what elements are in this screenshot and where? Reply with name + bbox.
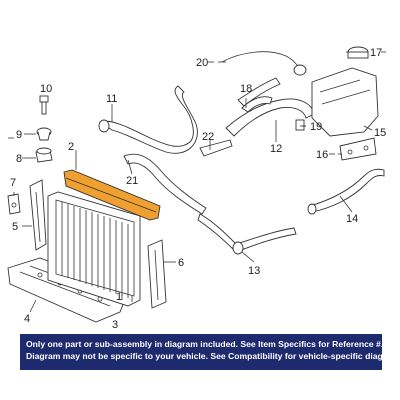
callout-12: 12 <box>270 143 282 155</box>
callout-14: 14 <box>346 213 358 225</box>
callout-15: 15 <box>374 127 386 139</box>
callout-22: 22 <box>202 131 214 143</box>
upper-hose-part-11[interactable] <box>98 85 198 154</box>
callout-17: 17 <box>370 47 382 59</box>
hose-part-20[interactable] <box>221 51 307 76</box>
bracket-part-7[interactable] <box>7 193 21 215</box>
hose-part-18[interactable] <box>241 96 273 113</box>
expansion-tank-part-15[interactable] <box>311 67 379 137</box>
parts-diagram: 1 2 3 4 5 6 7 8 9 10 11 12 13 14 15 16 1… <box>7 46 386 330</box>
callout-7: 7 <box>10 177 16 189</box>
callout-3: 3 <box>112 319 118 330</box>
grommet-part-8[interactable] <box>35 147 53 163</box>
callout-16: 16 <box>316 149 328 161</box>
bracket-part-16[interactable] <box>339 137 377 161</box>
grommet-part-9[interactable] <box>36 127 52 141</box>
callout-arrows <box>8 51 386 155</box>
callout-6: 6 <box>178 257 184 269</box>
side-seal-part-5[interactable] <box>29 179 47 251</box>
disclaimer-banner: Only one part or sub-assembly in diagram… <box>20 334 382 370</box>
callout-18: 18 <box>240 83 252 95</box>
hose-part-14[interactable] <box>307 168 385 215</box>
leader-lines <box>13 51 373 313</box>
callout-10: 10 <box>40 83 52 95</box>
upper-seal-part-2-highlighted[interactable] <box>63 169 161 221</box>
disclaimer-line-1: Only one part or sub-assembly in diagram… <box>26 339 382 349</box>
bolt-part-10[interactable] <box>39 95 49 115</box>
lower-hose-part-21[interactable] <box>123 153 207 215</box>
lower-air-guide-part-4[interactable] <box>7 257 129 323</box>
callout-8: 8 <box>16 153 22 165</box>
callout-1: 1 <box>116 291 122 303</box>
callout-11: 11 <box>106 93 117 105</box>
hose-part-12[interactable] <box>225 77 315 137</box>
radiator-part-3[interactable] <box>47 191 141 307</box>
callout-13: 13 <box>248 265 260 277</box>
disclaimer-line-2: Diagram may not be specific to your vehi… <box>26 351 382 361</box>
clip-part-19[interactable] <box>295 119 305 131</box>
callout-19: 19 <box>310 121 322 133</box>
hose-part-22[interactable] <box>199 139 233 157</box>
callout-5: 5 <box>12 221 18 233</box>
hose-part-13[interactable] <box>197 213 297 255</box>
callout-21: 21 <box>126 175 138 187</box>
cap-part-17[interactable] <box>347 46 369 59</box>
callout-4: 4 <box>24 313 30 325</box>
callout-9: 9 <box>16 129 22 141</box>
side-seal-part-6[interactable] <box>147 239 167 309</box>
callout-2: 2 <box>68 141 74 153</box>
callout-20: 20 <box>196 57 208 69</box>
